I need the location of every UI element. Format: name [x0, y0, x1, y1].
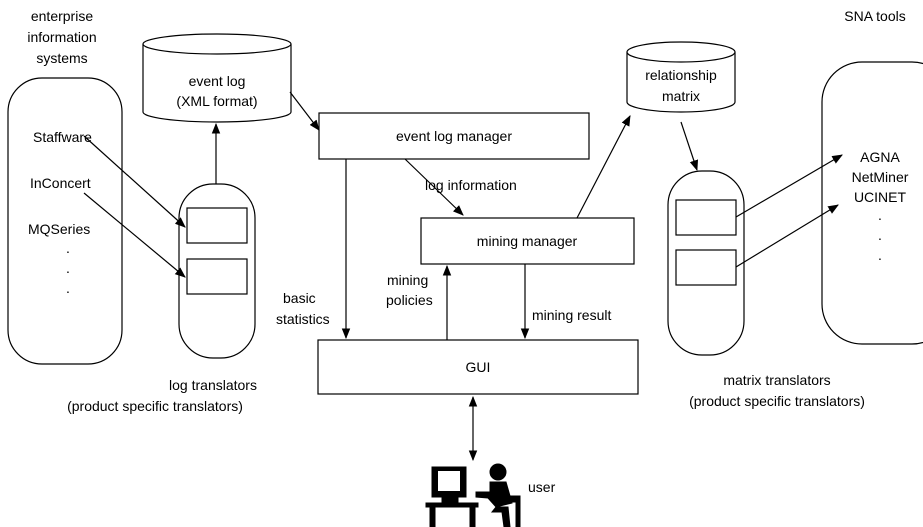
- event-log-label-line2: (XML format): [176, 93, 257, 109]
- system-staffware: Staffware: [33, 129, 92, 145]
- log-translators-caption-line2: (product specific translators): [67, 398, 243, 414]
- sna-tools-title: SNA tools: [844, 8, 905, 24]
- sna-ellipsis-3: .: [878, 247, 882, 263]
- arrow-translator-to-ucinet: [735, 204, 839, 268]
- system-inconcert: InConcert: [30, 175, 91, 191]
- sna-tool-agna: AGNA: [860, 149, 900, 165]
- relationship-matrix-label-line1: relationship: [645, 67, 717, 83]
- arrow-staffware-to-log-translator: [83, 135, 186, 228]
- matrix-translator-slot-2: [675, 249, 737, 286]
- enterprise-systems-title-line2: information: [27, 29, 96, 45]
- edge-label-basic-statistics-line1: basic: [283, 290, 316, 306]
- user-workstation-icon: [425, 463, 521, 527]
- mining-manager-box: [420, 217, 635, 265]
- log-translator-slot-2: [186, 258, 248, 295]
- user-label: user: [528, 479, 556, 495]
- relationship-matrix-database: [626, 41, 736, 113]
- arrow-event-log-to-manager: [289, 91, 320, 131]
- system-mqseries: MQSeries: [28, 221, 90, 237]
- arrow-matrix-to-matrix-translators: [680, 121, 699, 172]
- system-ellipsis-2: .: [66, 260, 70, 276]
- matrix-translators-caption-line2: (product specific translators): [689, 393, 865, 409]
- log-translator-slot-1: [186, 207, 248, 244]
- arrow-manager-to-mining-manager: [404, 158, 464, 216]
- event-log-database: [142, 33, 292, 123]
- enterprise-systems-title-line3: systems: [36, 50, 87, 66]
- sna-tool-ucinet: UCINET: [854, 189, 907, 205]
- arrow-translator-to-agna: [735, 154, 843, 218]
- matrix-translators-caption-line1: matrix translators: [723, 372, 830, 388]
- sna-tool-netminer: NetMiner: [852, 169, 909, 185]
- sna-ellipsis-2: .: [878, 227, 882, 243]
- log-translators-caption-line1: log translators: [169, 377, 257, 393]
- edge-label-log-information: log information: [425, 177, 517, 193]
- gui-box: [317, 339, 639, 395]
- event-log-manager-label: event log manager: [396, 128, 512, 144]
- mining-manager-label: mining manager: [477, 233, 578, 249]
- enterprise-systems-box: [7, 77, 123, 365]
- arrow-mining-manager-to-matrix: [576, 115, 631, 219]
- matrix-translator-slot-1: [675, 199, 737, 236]
- gui-label: GUI: [466, 359, 491, 375]
- event-log-manager-box: [318, 112, 590, 160]
- edge-label-mining-result: mining result: [532, 307, 611, 323]
- sna-ellipsis-1: .: [878, 207, 882, 223]
- sna-tools-box: [821, 61, 923, 345]
- edge-label-mining-policies-line2: policies: [386, 292, 433, 308]
- enterprise-systems-title-line1: enterprise: [31, 8, 93, 24]
- edge-label-mining-policies-line1: mining: [387, 272, 428, 288]
- edge-label-basic-statistics-line2: statistics: [276, 311, 330, 327]
- event-log-label-line1: event log: [189, 73, 246, 89]
- system-ellipsis-1: .: [66, 240, 70, 256]
- relationship-matrix-label-line2: matrix: [662, 88, 700, 104]
- arrow-inconcert-to-log-translator: [83, 192, 186, 278]
- system-ellipsis-3: .: [66, 280, 70, 296]
